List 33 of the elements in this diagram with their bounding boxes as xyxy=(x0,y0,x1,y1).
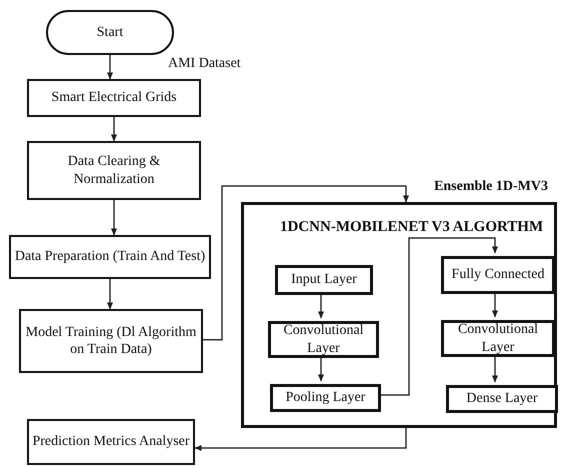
arrow xyxy=(106,279,114,310)
layer-box xyxy=(268,321,379,358)
process-box xyxy=(27,419,195,465)
arrow xyxy=(110,200,118,236)
layer-box xyxy=(446,385,558,413)
node-label: Data Preparation (Train And Test) xyxy=(14,248,206,266)
algorithm-title: 1DCNN-MOBILENET V3 ALGORTHM xyxy=(280,218,544,237)
node-label: Convolutional Layer xyxy=(282,322,365,357)
node-label: Model Training (Dl Algorithm on Train Data) xyxy=(24,324,198,358)
ensemble-heading: Ensemble 1D-MV3 xyxy=(434,178,548,196)
dataset-label: AMI Dataset xyxy=(168,56,241,72)
process-box xyxy=(27,141,201,200)
layer-box xyxy=(441,320,555,357)
arrow xyxy=(110,117,118,142)
arrow xyxy=(106,55,114,80)
node-label: Smart Electrical Grids xyxy=(51,89,177,107)
layer-box xyxy=(270,384,381,412)
process-box xyxy=(27,79,201,117)
node-label: Dense Layer xyxy=(466,390,538,408)
node-label: Start xyxy=(96,24,124,42)
node-label: Prediction Metrics Analyser xyxy=(32,433,190,451)
arrow xyxy=(194,428,407,452)
node-label: Convolutional Layer xyxy=(456,321,540,356)
process-box xyxy=(19,309,203,373)
node-label: Fully Connected xyxy=(452,266,544,284)
node-label: Input Layer xyxy=(291,271,357,289)
node-label: Data Clearing & Normalization xyxy=(66,153,162,188)
node-label: Pooling Layer xyxy=(286,389,366,407)
layer-box xyxy=(441,256,555,294)
start-terminal xyxy=(46,10,174,55)
layer-box xyxy=(275,265,373,295)
process-box xyxy=(9,235,211,279)
arrow xyxy=(203,185,410,340)
